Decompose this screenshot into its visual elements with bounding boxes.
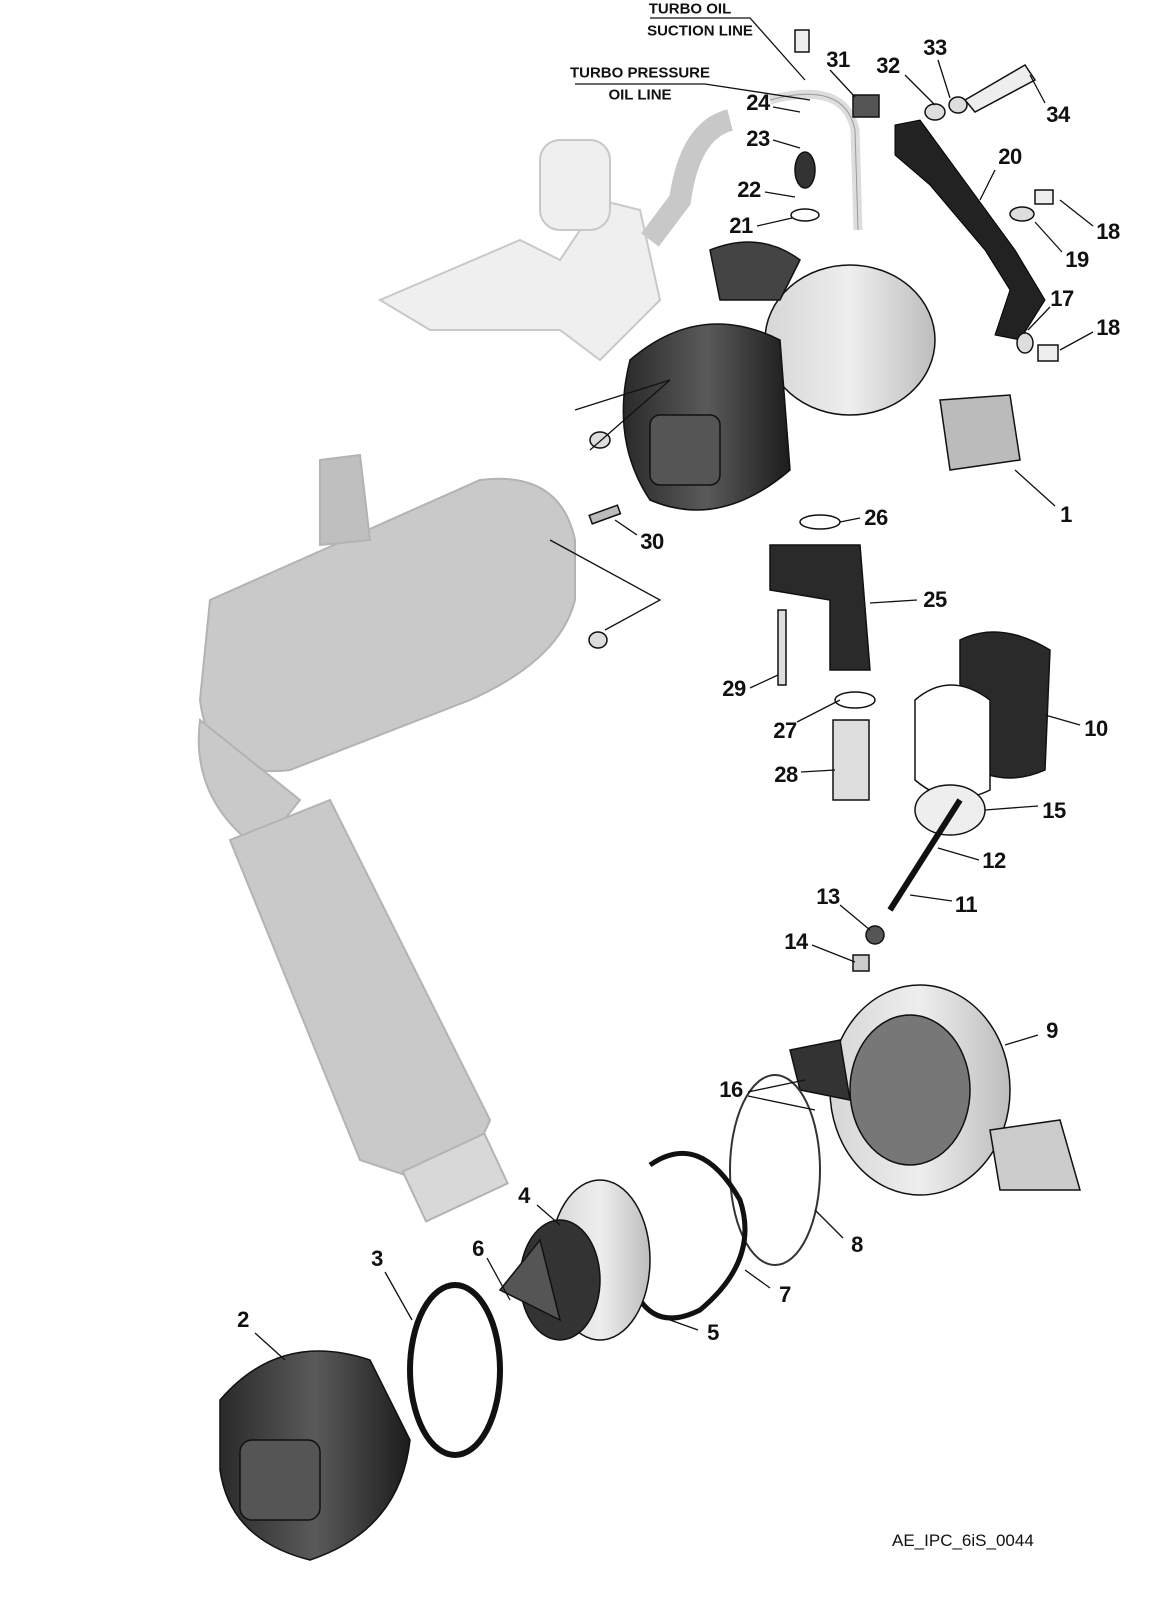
- callout-19: 19: [1065, 247, 1089, 272]
- callout-27: 27: [773, 718, 797, 743]
- callout-11: 11: [954, 892, 978, 917]
- turbocharger-assembly: [622, 241, 1021, 511]
- callout-22: 22: [737, 177, 761, 202]
- callout-16: 16: [719, 1077, 743, 1102]
- note-oil-line: OIL LINE: [608, 86, 672, 104]
- callout-31: 31: [826, 47, 850, 72]
- callout-9: 9: [1046, 1018, 1058, 1043]
- note-suction-line: SUCTION LINE: [647, 22, 753, 40]
- callout-18-upper: 18: [1096, 219, 1120, 244]
- compressor-housing: [789, 984, 1081, 1196]
- note-turbo-pressure: TURBO PRESSURE: [569, 64, 711, 82]
- callout-25: 25: [923, 587, 947, 612]
- callout-4: 4: [518, 1183, 530, 1208]
- callout-32: 32: [876, 53, 900, 78]
- callout-30: 30: [640, 529, 664, 554]
- muffler-ghost: [197, 453, 576, 1223]
- callout-1: 1: [1060, 502, 1072, 527]
- small-hardware: [588, 29, 1059, 972]
- callout-18-lower: 18: [1096, 315, 1120, 340]
- callout-29: 29: [722, 676, 746, 701]
- bracket-20: [894, 119, 1046, 341]
- callout-14: 14: [784, 929, 808, 954]
- callout-23: 23: [746, 126, 770, 151]
- callout-28: 28: [774, 762, 798, 787]
- callout-17: 17: [1050, 286, 1074, 311]
- callout-24: 24: [746, 90, 770, 115]
- callout-34: 34: [1046, 102, 1070, 127]
- callout-8: 8: [851, 1232, 863, 1257]
- note-turbo-oil: TURBO OIL: [648, 0, 732, 18]
- callout-21: 21: [729, 213, 753, 238]
- callout-26: 26: [864, 505, 888, 530]
- callout-6: 6: [472, 1236, 484, 1261]
- exhaust-manifold-ghost: [377, 109, 734, 362]
- diagram-reference-code: AE_IPC_6iS_0044: [892, 1531, 1034, 1550]
- callout-33: 33: [923, 35, 947, 60]
- callout-2: 2: [237, 1307, 249, 1332]
- callout-3: 3: [371, 1246, 383, 1271]
- callout-10: 10: [1084, 716, 1108, 741]
- callout-12: 12: [982, 848, 1006, 873]
- callout-20: 20: [998, 144, 1022, 169]
- v-band-clamp-3: [407, 1282, 503, 1458]
- callout-13: 13: [816, 884, 840, 909]
- o-ring-8: [729, 1074, 821, 1266]
- callout-15: 15: [1042, 798, 1066, 823]
- snap-ring-7: [637, 1150, 748, 1321]
- turbine-housing: [219, 1350, 411, 1561]
- callout-7: 7: [779, 1282, 791, 1307]
- callout-5: 5: [707, 1320, 719, 1345]
- leader-lines: [254, 17, 1094, 1361]
- center-housing-cartridge: [498, 1179, 651, 1341]
